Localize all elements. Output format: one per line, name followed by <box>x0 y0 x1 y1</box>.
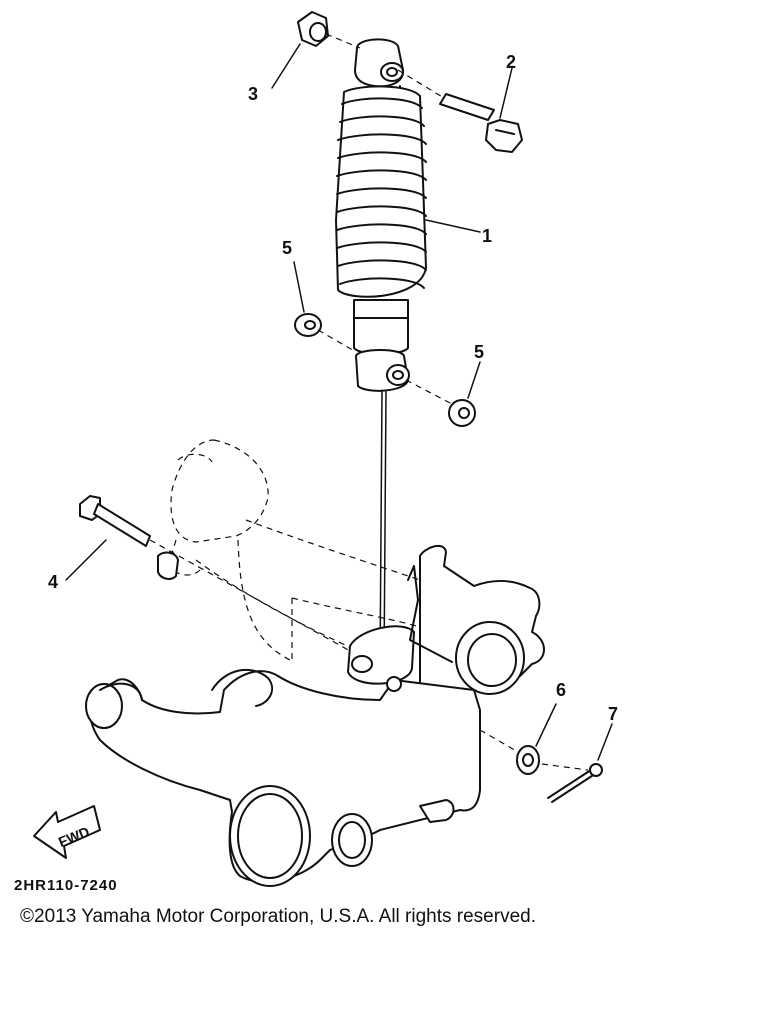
callout-4: 4 <box>48 572 58 592</box>
washer-5-left <box>293 261 357 353</box>
callout-7: 7 <box>608 704 618 724</box>
callout-2: 2 <box>506 52 516 72</box>
callout-3: 3 <box>248 84 258 104</box>
shock-absorber <box>335 38 481 392</box>
copyright-notice: ©2013 Yamaha Motor Corporation, U.S.A. A… <box>20 906 536 927</box>
washer-5-right <box>405 361 481 427</box>
swing-arm <box>85 439 545 887</box>
cotter-pin-7 <box>541 723 613 803</box>
nut-3 <box>271 11 361 89</box>
bolt-2 <box>397 67 523 153</box>
callout-5-right: 5 <box>474 342 484 362</box>
callout-5-left: 5 <box>282 238 292 258</box>
diagram-code: 2HR110-7240 <box>14 877 118 894</box>
callout-6: 6 <box>556 680 566 700</box>
washer-6 <box>479 703 557 775</box>
callout-1: 1 <box>482 226 492 246</box>
coil-spring <box>335 85 427 298</box>
forward-direction-arrow: FWD <box>33 805 101 859</box>
bolt-4 <box>65 495 353 653</box>
mount-leader <box>379 391 387 669</box>
